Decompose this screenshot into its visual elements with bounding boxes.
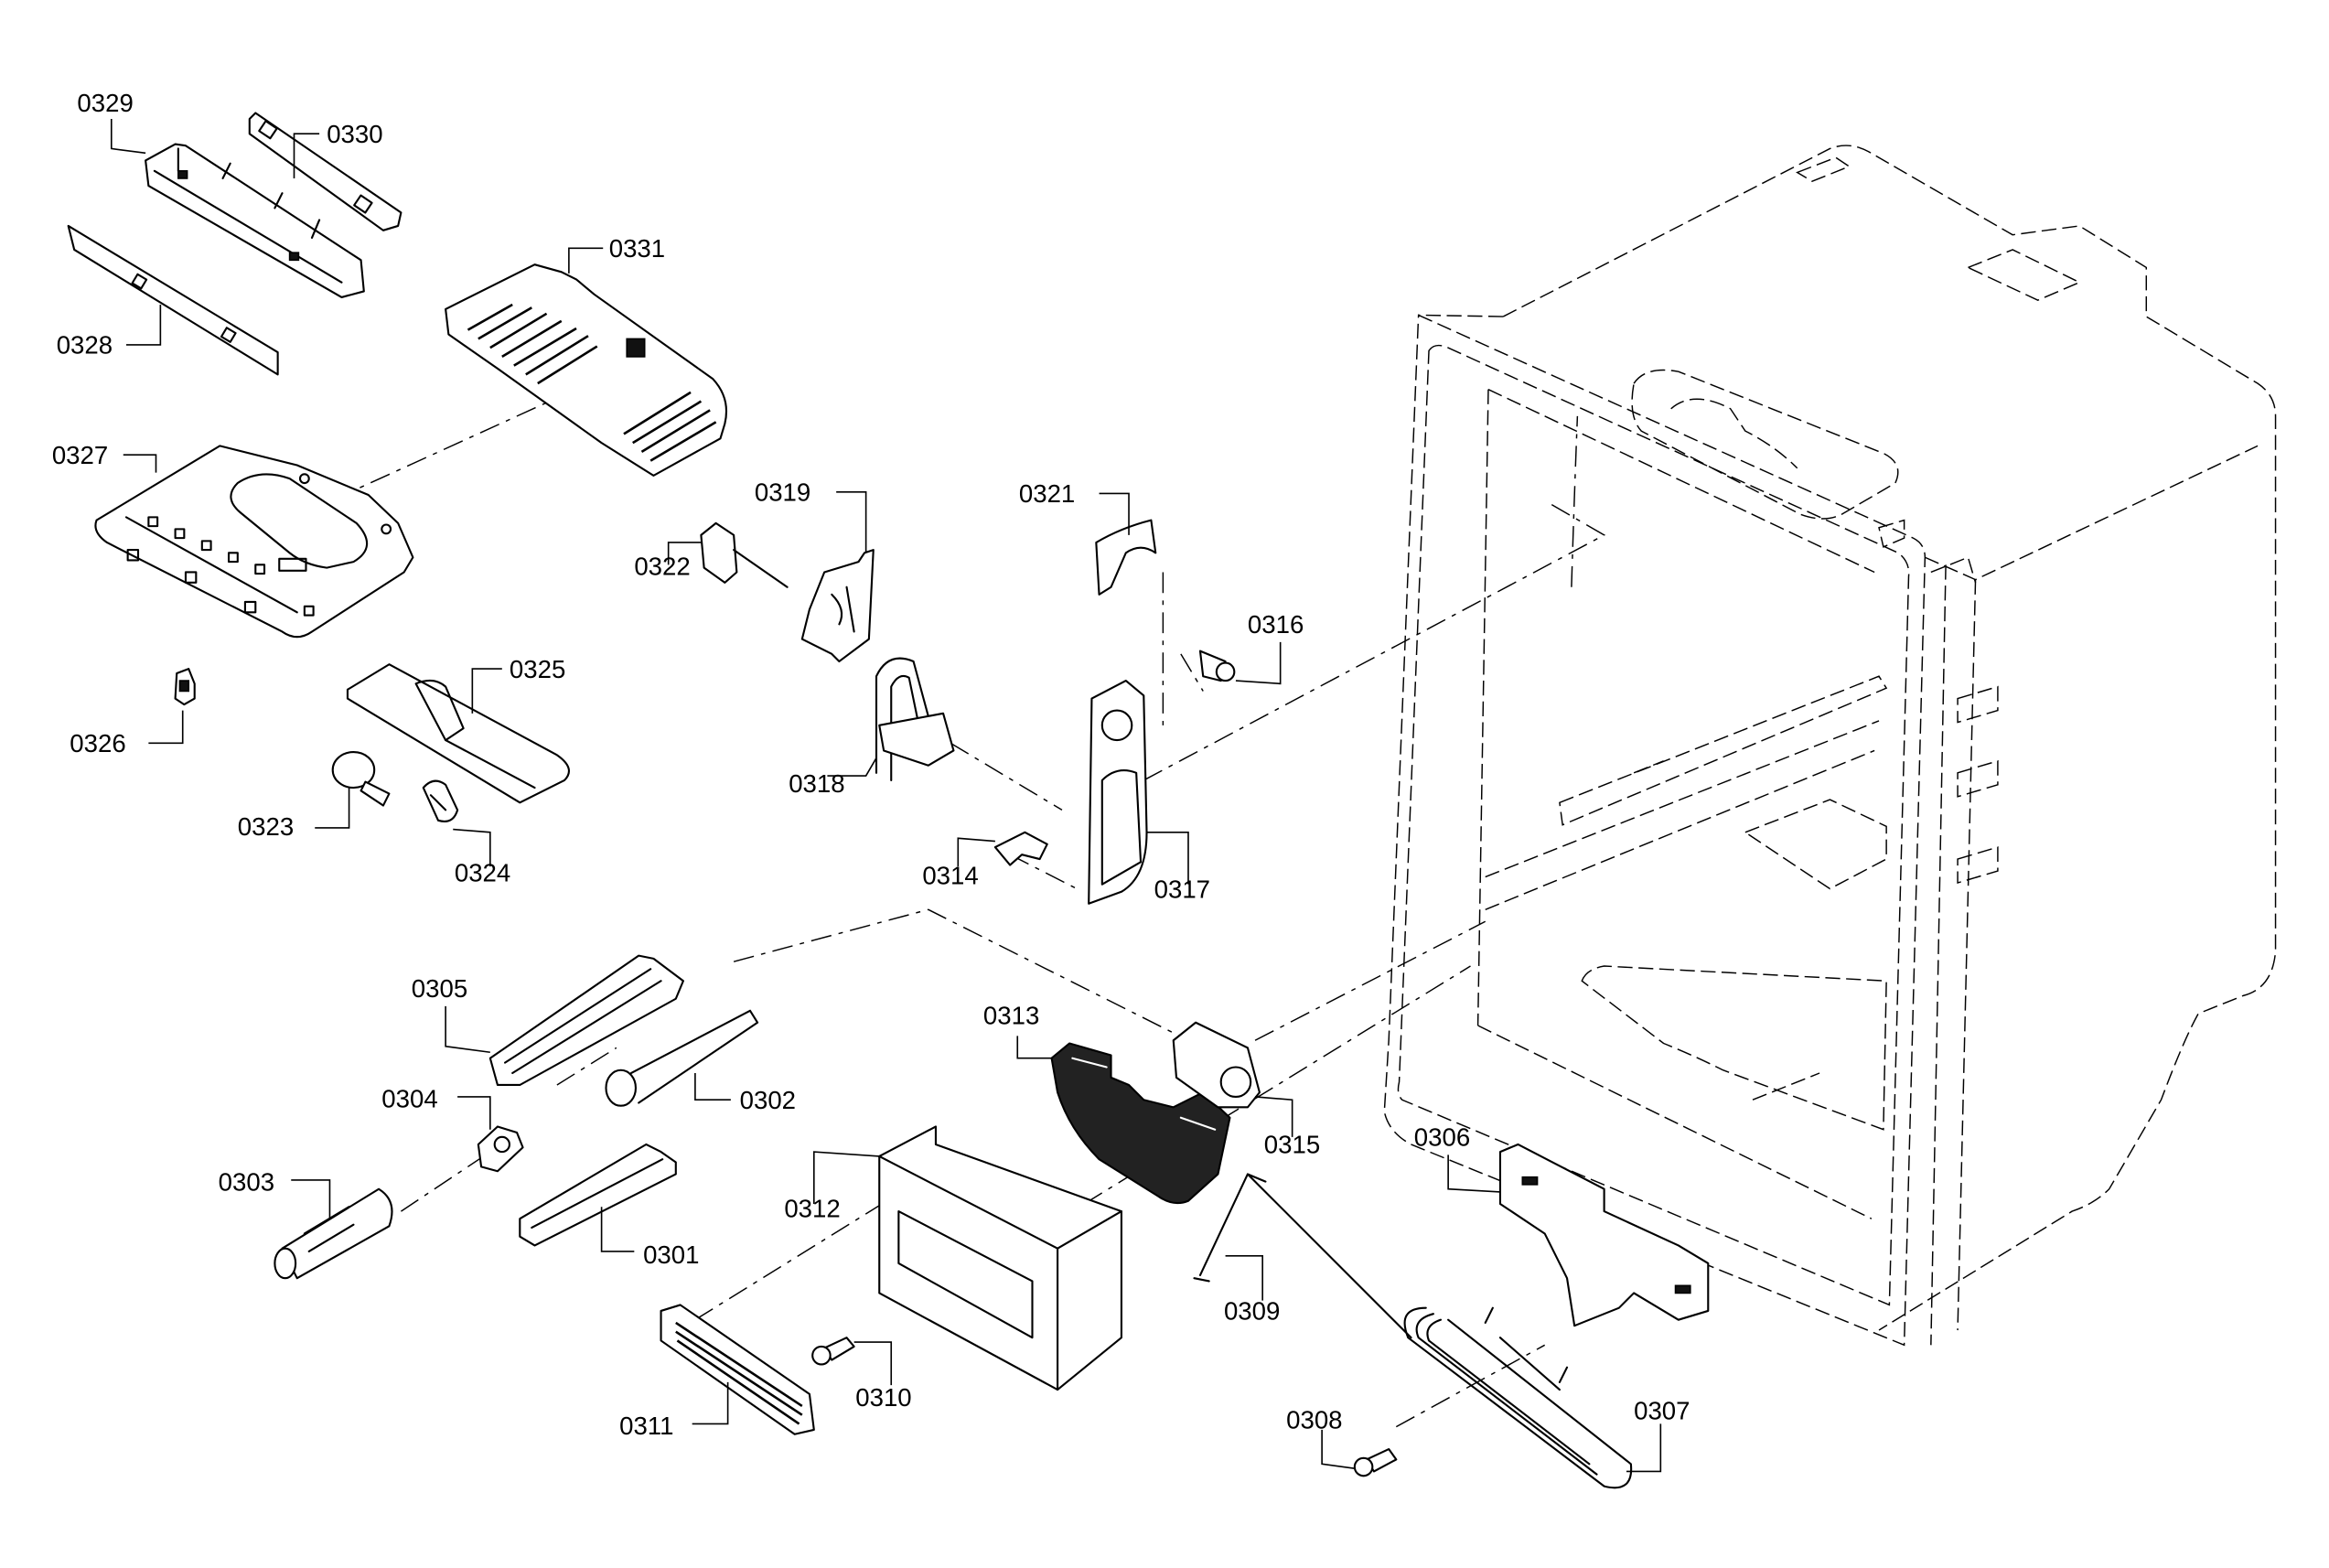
part-label-0319[interactable]: 0319: [755, 478, 810, 506]
part-label-0331[interactable]: 0331: [609, 234, 665, 263]
part-label-0314[interactable]: 0314: [922, 862, 978, 890]
part-label-0309[interactable]: 0309: [1224, 1297, 1280, 1326]
part-label-0313[interactable]: 0313: [983, 1001, 1039, 1029]
part-0308-shape: [1353, 1447, 1398, 1477]
part-0328-shape: [67, 224, 279, 376]
part-label-0302[interactable]: 0302: [740, 1086, 796, 1114]
part-label-0318[interactable]: 0318: [789, 769, 844, 798]
part-label-0301[interactable]: 0301: [643, 1240, 699, 1269]
part-label-0307[interactable]: 0307: [1634, 1397, 1690, 1425]
part-0305-shape: [488, 954, 684, 1087]
part-label-0305[interactable]: 0305: [412, 974, 467, 1003]
part-labels: 0329 0330 0331 0328 0327 0319 0321 0322 …: [52, 89, 1690, 1440]
part-0315-shape: [1172, 1021, 1261, 1109]
part-label-0306[interactable]: 0306: [1414, 1123, 1470, 1152]
part-label-0304[interactable]: 0304: [381, 1084, 437, 1112]
part-label-0330[interactable]: 0330: [327, 120, 382, 148]
part-0319-shape: [800, 549, 875, 663]
leader-lines: [110, 118, 1662, 1473]
refrigerator-cabinet: [1383, 145, 2277, 1347]
part-0304-shape: [477, 1125, 524, 1173]
part-0323-shape: [331, 751, 391, 807]
part-label-0321[interactable]: 0321: [1019, 479, 1075, 508]
part-0314-shape: [993, 831, 1048, 866]
part-0309-shape: [1193, 1173, 1412, 1339]
part-label-0315[interactable]: 0315: [1264, 1131, 1320, 1159]
part-label-0310[interactable]: 0310: [855, 1383, 911, 1412]
part-0310-shape: [811, 1337, 855, 1366]
part-label-0312[interactable]: 0312: [784, 1195, 840, 1223]
part-0312-shape: [878, 1125, 1122, 1391]
part-label-0311[interactable]: 0311: [619, 1412, 673, 1440]
part-0327-shape: [94, 445, 414, 639]
part-0330-shape: [248, 112, 402, 231]
part-0324-shape: [422, 779, 459, 822]
part-label-0328[interactable]: 0328: [57, 331, 113, 360]
part-0318-shape: [875, 657, 955, 781]
part-label-0327[interactable]: 0327: [52, 441, 108, 469]
part-0311-shape: [660, 1304, 815, 1435]
part-0329-shape: [145, 143, 365, 298]
part-label-0317[interactable]: 0317: [1154, 875, 1210, 903]
part-label-0325[interactable]: 0325: [510, 655, 565, 683]
part-label-0322[interactable]: 0322: [634, 553, 690, 581]
part-label-0324[interactable]: 0324: [455, 858, 510, 886]
part-0325-shape: [346, 663, 571, 804]
part-0317-shape: [1088, 680, 1148, 905]
part-0306-shape: [1498, 1143, 1710, 1327]
part-0326-shape: [174, 668, 196, 706]
part-0322-shape: [700, 521, 789, 588]
part-label-0323[interactable]: 0323: [238, 812, 294, 841]
part-label-0329[interactable]: 0329: [77, 89, 133, 117]
part-0316-shape: [1198, 650, 1236, 682]
part-label-0303[interactable]: 0303: [219, 1167, 274, 1196]
part-0331-shape: [445, 263, 728, 477]
part-label-0326[interactable]: 0326: [70, 729, 125, 757]
part-0301-shape: [519, 1143, 677, 1247]
part-label-0308[interactable]: 0308: [1286, 1405, 1342, 1434]
part-0313-shape: [1050, 1042, 1231, 1205]
part-0321-shape: [1095, 519, 1157, 596]
part-0303-shape: [274, 1187, 393, 1280]
part-0307-shape: [1403, 1306, 1633, 1489]
part-0302-shape: [605, 1009, 759, 1107]
part-label-0316[interactable]: 0316: [1248, 610, 1304, 639]
